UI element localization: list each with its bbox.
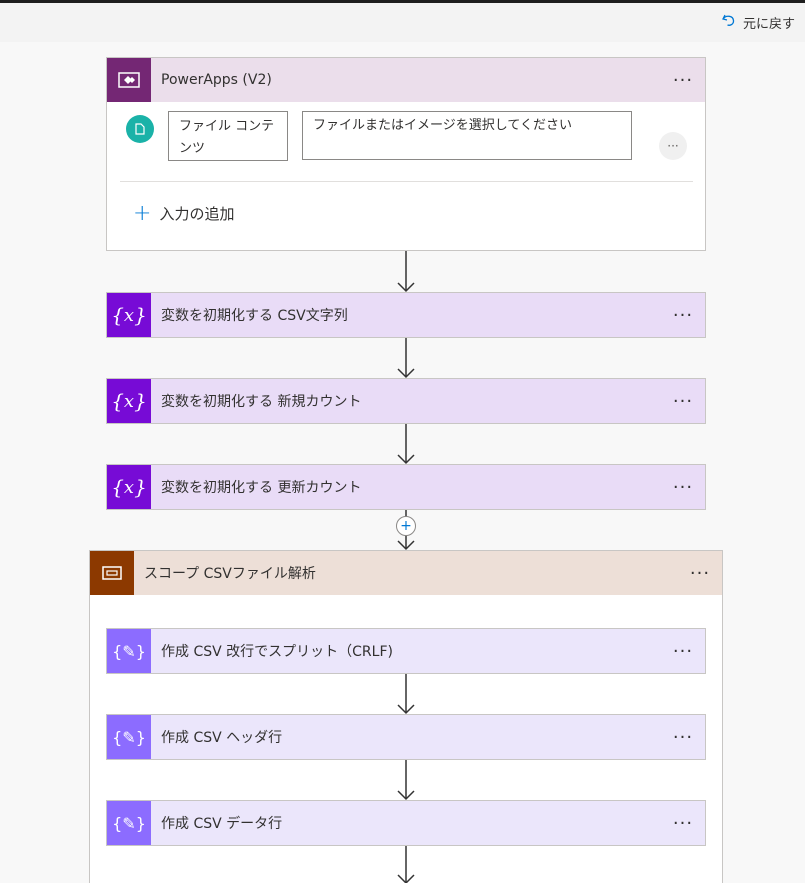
undo-label: 元に戻す xyxy=(742,16,795,32)
more-options-icon[interactable]: ··· xyxy=(672,390,694,412)
field-options-button[interactable]: ··· xyxy=(659,132,687,160)
top-strip xyxy=(0,0,805,3)
more-options-icon[interactable]: ··· xyxy=(672,812,694,834)
more-options-icon[interactable]: ··· xyxy=(672,640,694,662)
action-title: 作成 CSV 改行でスプリット（CRLF) xyxy=(161,644,393,660)
more-options-icon[interactable]: ··· xyxy=(672,476,694,498)
action-card[interactable]: {x} 変数を初期化する 新規カウント ··· xyxy=(106,378,706,424)
trigger-header[interactable]: PowerApps (V2) ··· xyxy=(107,58,705,102)
more-options-icon[interactable]: ··· xyxy=(672,304,694,326)
trigger-card: PowerApps (V2) ··· ファイル コンテンツ ファイルまたはイメー… xyxy=(106,57,706,251)
input-name-field[interactable]: ファイル コンテンツ xyxy=(168,111,288,161)
scope-icon xyxy=(90,551,134,595)
insert-step-button[interactable]: + xyxy=(396,516,416,536)
undo-icon xyxy=(721,12,737,32)
action-card[interactable]: {x} 変数を初期化する CSV文字列 ··· xyxy=(106,292,706,338)
undo-button[interactable]: 元に戻す xyxy=(721,12,795,32)
flow-arrow xyxy=(396,424,416,465)
input-description-text: ファイルまたはイメージを選択してください xyxy=(313,118,572,133)
more-options-icon[interactable]: ··· xyxy=(672,69,694,91)
action-card[interactable]: {x} 変数を初期化する 更新カウント ··· xyxy=(106,464,706,510)
powerapps-icon xyxy=(107,58,151,102)
action-title: 変数を初期化する CSV文字列 xyxy=(161,308,348,324)
scope-title: スコープ CSVファイル解析 xyxy=(144,566,316,582)
trigger-divider xyxy=(120,181,693,182)
action-card[interactable]: {✎} 作成 CSV ヘッダ行 ··· xyxy=(106,714,706,760)
input-name-text: ファイル コンテンツ xyxy=(179,119,275,156)
scope-header[interactable]: スコープ CSVファイル解析 ··· xyxy=(90,551,722,595)
action-title: 変数を初期化する 更新カウント xyxy=(161,480,362,496)
action-title: 作成 CSV ヘッダ行 xyxy=(161,730,283,746)
compose-icon: {✎} xyxy=(107,801,151,845)
file-icon xyxy=(126,115,154,143)
flow-arrow xyxy=(396,674,416,715)
add-input-label: 入力の追加 xyxy=(159,205,235,223)
flow-arrow xyxy=(396,760,416,801)
action-title: 作成 CSV データ行 xyxy=(161,816,283,832)
variable-icon: {x} xyxy=(107,293,151,337)
compose-icon: {✎} xyxy=(107,715,151,759)
action-card[interactable]: {✎} 作成 CSV 改行でスプリット（CRLF) ··· xyxy=(106,628,706,674)
action-title: 変数を初期化する 新規カウント xyxy=(161,394,362,410)
more-options-icon[interactable]: ··· xyxy=(689,562,711,584)
variable-icon: {x} xyxy=(107,379,151,423)
plus-icon: + xyxy=(133,201,152,226)
top-toolbar: 元に戻す xyxy=(0,0,805,42)
compose-icon: {✎} xyxy=(107,629,151,673)
trigger-title: PowerApps (V2) xyxy=(161,72,272,88)
add-input-button[interactable]: + 入力の追加 xyxy=(133,201,234,226)
input-description-field[interactable]: ファイルまたはイメージを選択してください xyxy=(302,111,632,160)
flow-arrow xyxy=(396,338,416,379)
flow-arrow xyxy=(396,251,416,293)
variable-icon: {x} xyxy=(107,465,151,509)
more-options-icon[interactable]: ··· xyxy=(672,726,694,748)
action-card[interactable]: {✎} 作成 CSV データ行 ··· xyxy=(106,800,706,846)
flow-arrow xyxy=(396,846,416,883)
